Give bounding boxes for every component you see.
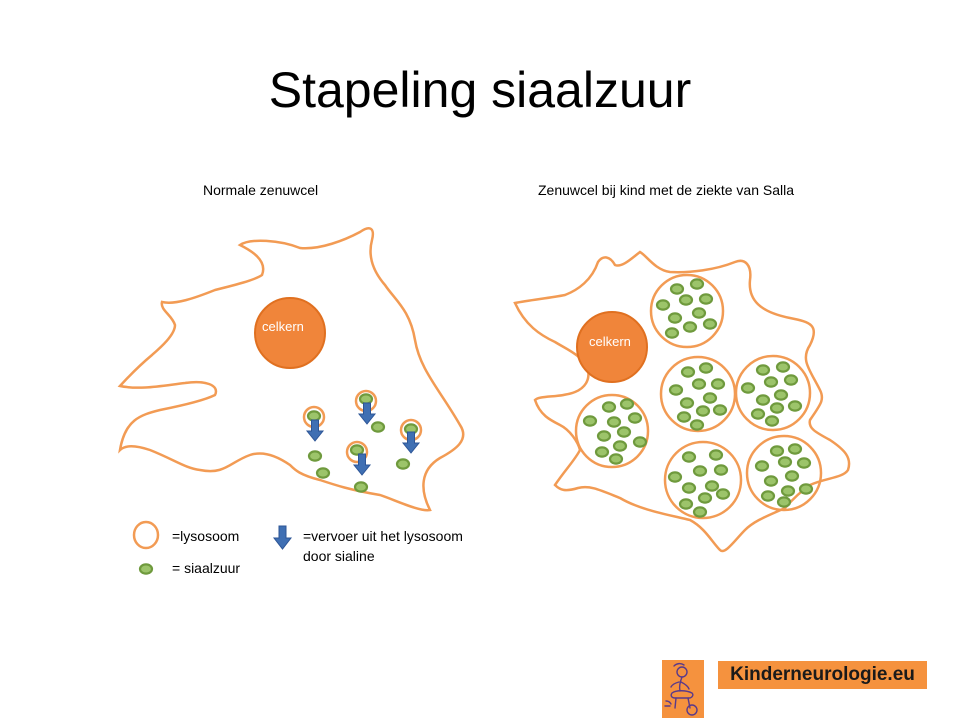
salla-nucleus-label: celkern: [589, 334, 631, 349]
normal-cell-label: Normale zenuwcel: [203, 182, 319, 198]
legend-lysosome-icon: [132, 520, 160, 550]
brand-text: Kinderneurologie.eu: [730, 664, 915, 685]
brand-banner: Kinderneurologie.eu: [718, 661, 927, 689]
normal-cell-membrane: [117, 227, 465, 512]
legend-sialic-icon: [138, 563, 154, 575]
salla-nucleus: [576, 311, 648, 383]
salla-cell-label: Zenuwcel bij kind met de ziekte van Sall…: [538, 182, 795, 198]
slide-title: Stapeling siaalzuur: [268, 62, 692, 118]
kinderneurologie-logo-icon: [662, 660, 704, 718]
normal-nucleus-label: celkern: [262, 319, 304, 334]
legend-lysosome-text: =lysosoom: [172, 528, 240, 544]
legend-transport-text-2: door sialine: [303, 548, 375, 564]
legend-transport-text: =vervoer uit het lysosoom: [303, 528, 463, 544]
legend-arrow-icon: [272, 525, 293, 550]
legend-sialic-text: = siaalzuur: [172, 560, 241, 576]
salla-lysosomes: [574, 273, 823, 520]
normal-nucleus: [254, 297, 326, 369]
